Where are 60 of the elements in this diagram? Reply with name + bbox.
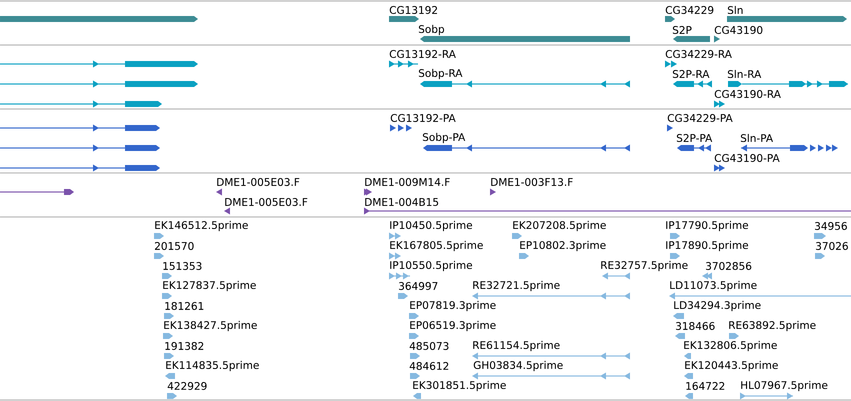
feature-label: 318466 — [676, 322, 715, 330]
feature-label: S2P — [672, 26, 692, 34]
feature-label: IP10550.5prime — [390, 260, 472, 272]
feature-label: Sobp — [418, 24, 444, 36]
feature-label: DME1-003F13.F — [491, 178, 573, 186]
feature-label: 191382 — [165, 342, 204, 350]
feature-label: GH03834.5prime — [474, 360, 563, 372]
feature-label: IP17790.5prime — [666, 220, 748, 232]
feature-label: EK120443.5prime — [685, 360, 778, 372]
feature-label: RE63892.5prime — [729, 320, 816, 332]
feature-label: EP07819.3prime — [410, 300, 496, 312]
feature-label: EP10802.3prime — [520, 240, 606, 252]
feature-label: IP10450.5prime — [390, 220, 472, 232]
feature-label: 164722 — [686, 382, 724, 390]
feature-label: EK127837.5prime — [163, 280, 256, 292]
feature-label: EK114835.5prime — [166, 360, 259, 372]
feature-label: EK132806.5prime — [684, 340, 777, 352]
feature-label: 181261 — [165, 302, 204, 310]
feature-label: DME1-005E03.F — [225, 198, 308, 206]
feature-label: DME1-005E03.F — [217, 178, 300, 186]
feature-label: EK207208.5prime — [513, 220, 606, 232]
feature-label: CG13192-PA — [390, 114, 456, 122]
feature-label: S2P-PA — [676, 134, 712, 142]
feature-label: Sobp-RA — [418, 68, 462, 80]
feature-label: Sln — [728, 6, 743, 14]
feature-label: 201570 — [154, 242, 194, 250]
feature-label: IP17890.5prime — [666, 240, 748, 252]
feature-label: LD11073.5prime — [670, 280, 757, 292]
feature-label: CG43190 — [714, 26, 762, 34]
feature-label: EK301851.5prime — [413, 380, 506, 392]
feature-label: S2P-RA — [672, 70, 710, 78]
feature-label: CG13192 — [390, 6, 438, 14]
feature-label: EK138427.5prime — [164, 320, 257, 332]
feature-label: DME1-004B15 — [365, 198, 438, 206]
feature-label: 484612 — [410, 362, 448, 370]
feature-label: 151353 — [163, 262, 202, 270]
feature-label: RE32757.5prime — [601, 260, 688, 272]
feature-label: 34956 — [815, 222, 847, 230]
feature-label: CG34229-RA — [666, 50, 732, 58]
feature-label: Sln-PA — [740, 134, 773, 142]
feature-label: CG34229-PA — [668, 114, 733, 122]
feature-label: RE32721.5prime — [473, 280, 560, 292]
feature-label: 422929 — [168, 382, 207, 390]
feature-label: CG43190-PA — [714, 154, 780, 162]
feature-label: CG34229 — [666, 6, 714, 14]
feature-label: EP06519.3prime — [410, 320, 496, 332]
feature-label: Sobp-PA — [422, 132, 466, 144]
feature-label: CG43190-RA — [714, 90, 781, 98]
feature-label: 485073 — [410, 342, 448, 350]
feature-label: 364997 — [399, 282, 438, 290]
feature-label: HL07967.5prime — [741, 380, 828, 392]
feature-label: EK167805.5prime — [390, 240, 483, 252]
feature-label: 37026 — [816, 242, 848, 250]
feature-label: Sln-RA — [728, 70, 762, 78]
feature-label: RE61154.5prime — [473, 340, 560, 352]
feature-label: EK146512.5prime — [155, 220, 248, 232]
feature-label: CG13192-RA — [390, 50, 456, 58]
feature-label: DME1-009M14.F — [365, 178, 450, 186]
feature-label: 3702856 — [706, 262, 752, 270]
feature-label: LD34294.3prime — [674, 300, 761, 312]
